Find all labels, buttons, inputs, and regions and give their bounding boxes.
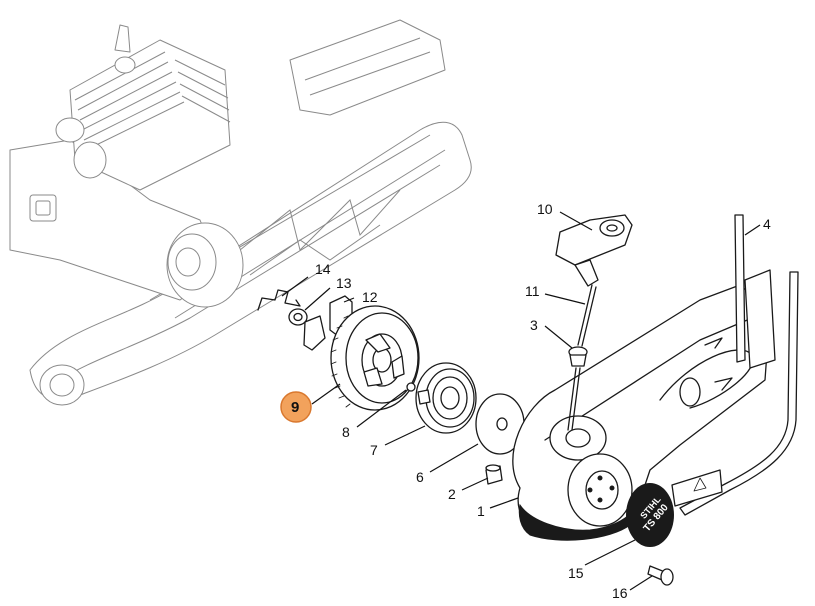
callout-12: 12 (362, 289, 378, 305)
highlight-marker-9[interactable] (280, 391, 312, 423)
callout-8: 8 (342, 424, 350, 440)
callout-16: 16 (612, 585, 628, 601)
part-6-washer-disc (475, 393, 525, 455)
callout-11: 11 (525, 283, 540, 299)
part-2-bushing (485, 464, 503, 485)
part-11-starter-rope (577, 284, 597, 347)
part-7-spring-cassette (415, 362, 477, 434)
callout-1: 1 (477, 503, 485, 519)
engine-housing (9, 19, 472, 406)
part-10-starter-grip (555, 214, 633, 287)
leader-lines (281, 211, 761, 591)
callout-15: 15 (568, 565, 584, 581)
part-15-logo-badge: STIHL TS 800 (626, 483, 674, 547)
part-1-fan-housing (512, 284, 771, 541)
part-4-tube (679, 214, 799, 516)
part-14-spring-clip (257, 289, 301, 311)
part-13-washer (288, 308, 308, 326)
part-9-rope-rotor (330, 305, 420, 411)
part-16-screw (647, 565, 674, 586)
callout-9[interactable]: 9 (291, 399, 299, 416)
callout-13: 13 (336, 275, 352, 291)
part-3-rope-guide (567, 346, 588, 431)
callout-3: 3 (530, 317, 538, 333)
callout-6: 6 (416, 469, 424, 485)
callout-7: 7 (370, 442, 378, 458)
callout-14: 14 (315, 261, 331, 277)
callout-2: 2 (448, 486, 456, 502)
part-8-screw (406, 382, 416, 392)
callout-labels: 14 13 12 9 8 7 6 2 1 3 11 10 4 15 16 (291, 201, 771, 601)
warning-label (671, 469, 723, 507)
callout-4: 4 (763, 216, 771, 232)
callout-10: 10 (537, 201, 553, 217)
